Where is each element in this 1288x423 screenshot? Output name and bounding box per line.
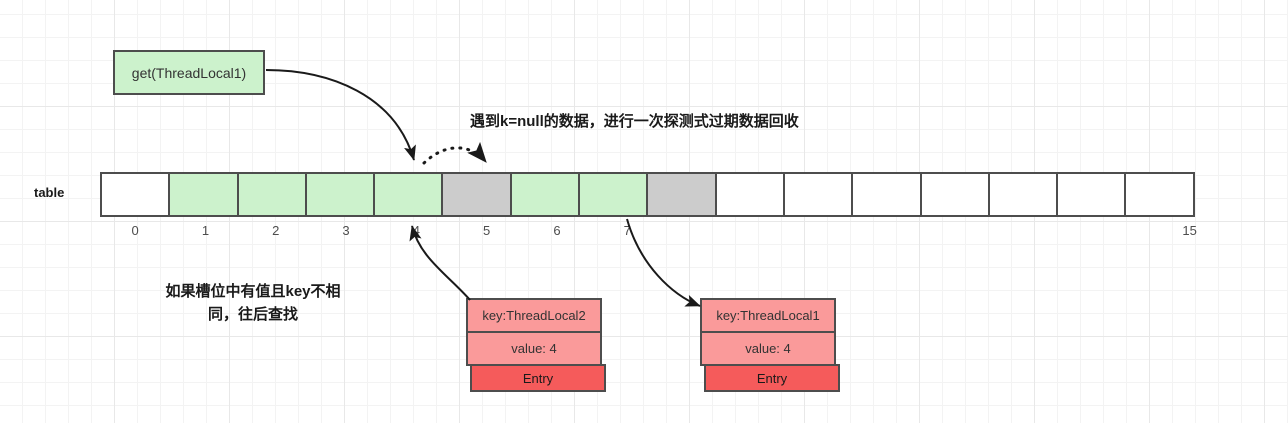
table-index-12 — [944, 220, 1014, 242]
table-index-6: 6 — [553, 223, 561, 238]
table-slot-10[interactable] — [782, 172, 854, 217]
table-index-9 — [733, 220, 803, 242]
table-index-row: 0 1 2 3 4 5 6 7 15 — [100, 220, 1225, 242]
table-slot-3[interactable] — [304, 172, 376, 217]
entry-key-row: key:ThreadLocal1 — [700, 298, 836, 333]
entry-type-label: Entry — [522, 370, 554, 386]
entry-value-row: value: 4 — [466, 331, 602, 366]
table-index-2: 2 — [272, 223, 280, 238]
table-slot-2[interactable] — [236, 172, 307, 217]
entry-key-row: key:ThreadLocal2 — [466, 298, 602, 333]
table-slot-7[interactable] — [578, 172, 649, 217]
entry-key-label: key:ThreadLocal2 — [482, 308, 586, 323]
note-expired-cleanup: 遇到k=null的数据，进行一次探测式过期数据回收 — [470, 113, 799, 130]
entry-box-threadlocal2[interactable]: key:ThreadLocal2 value: 4 Entry — [466, 298, 606, 392]
table-index-5: 5 — [483, 223, 491, 238]
get-call-label: get(ThreadLocal1) — [131, 64, 247, 81]
table-slot-14[interactable] — [1056, 172, 1127, 217]
table-index-10 — [803, 220, 873, 242]
table-index-7: 7 — [623, 223, 631, 238]
table-slot-8[interactable] — [646, 172, 717, 217]
table-index-4: 4 — [412, 223, 420, 238]
table-slot-15[interactable] — [1124, 172, 1195, 217]
entry-type-tag: Entry — [704, 364, 840, 392]
table-slots — [100, 172, 1195, 217]
table-index-14 — [1084, 220, 1154, 242]
arrow-get-to-slot4 — [265, 69, 416, 161]
entry-type-label: Entry — [756, 370, 788, 386]
entry-value-label: value: 4 — [745, 341, 791, 356]
table-slot-1[interactable] — [168, 172, 239, 217]
table-label: table — [34, 185, 65, 200]
note-probe-forward: 如果槽位中有值且key不相 同，往后查找 — [108, 280, 398, 327]
table-slot-12[interactable] — [919, 172, 990, 217]
get-call-box[interactable]: get(ThreadLocal1) — [113, 50, 265, 95]
table-index-0: 0 — [131, 223, 139, 238]
entry-value-row: value: 4 — [700, 331, 836, 366]
table-slot-13[interactable] — [987, 172, 1059, 217]
table-slot-6[interactable] — [509, 172, 581, 217]
note-probe-forward-line2: 同，往后查找 — [207, 306, 298, 324]
entry-key-label: key:ThreadLocal1 — [716, 308, 820, 323]
entry-value-label: value: 4 — [511, 341, 557, 356]
table-slot-11[interactable] — [851, 172, 922, 217]
table-slot-5[interactable] — [441, 172, 512, 217]
table-slot-9[interactable] — [714, 172, 785, 217]
table-slot-4[interactable] — [373, 172, 444, 217]
table-slot-0[interactable] — [100, 172, 171, 217]
entry-box-threadlocal1[interactable]: key:ThreadLocal1 value: 4 Entry — [700, 298, 840, 392]
table-index-15: 15 — [1182, 223, 1197, 238]
table-index-11 — [873, 220, 943, 242]
table-index-8 — [662, 220, 732, 242]
table-index-1: 1 — [201, 223, 210, 238]
arrow-slot4-to-slot5-dotted — [422, 141, 488, 165]
table-index-13 — [1014, 220, 1084, 242]
entry-type-tag: Entry — [470, 364, 606, 392]
table-index-3: 3 — [342, 223, 350, 238]
note-probe-forward-line1: 如果槽位中有值且key不相 — [165, 283, 341, 300]
